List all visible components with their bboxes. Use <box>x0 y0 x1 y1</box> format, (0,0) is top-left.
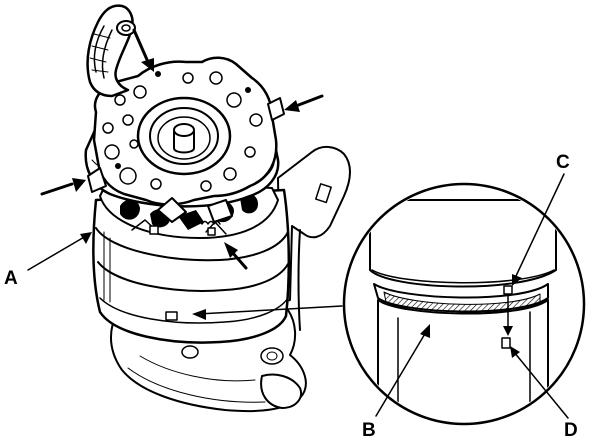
indicator-arrows <box>40 28 324 270</box>
alignment-mark-rear <box>165 311 178 321</box>
callout-label-d: D <box>564 420 578 441</box>
alignment-mark-d <box>501 337 511 349</box>
armature-shaft <box>173 123 195 154</box>
detail-magnifier-circle <box>342 182 586 426</box>
wire-harness <box>86 4 136 98</box>
detail-leader-line <box>192 305 343 320</box>
callout-label-a: A <box>4 268 18 289</box>
callout-leaders <box>27 173 569 419</box>
mounting-bracket <box>277 146 351 305</box>
alternator-assembly <box>84 56 351 413</box>
indicator-arrow-top <box>132 28 154 72</box>
callout-label-c: C <box>556 152 570 173</box>
indicator-arrow-lower <box>224 242 248 270</box>
alignment-mark-c <box>503 285 513 295</box>
indicator-arrow-left <box>40 178 86 196</box>
indicator-arrow-right <box>284 94 324 112</box>
callout-label-b: B <box>362 420 376 441</box>
